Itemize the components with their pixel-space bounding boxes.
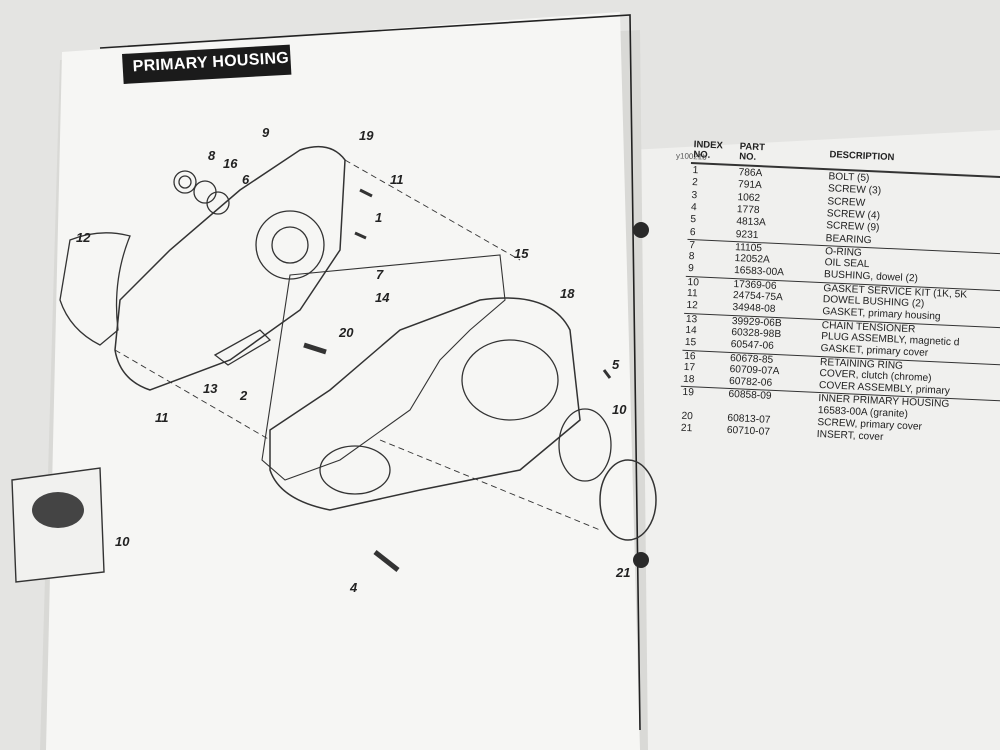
inner-primary-housing (114, 145, 346, 391)
callout-label: 6 (242, 172, 250, 187)
callout-label: 10 (612, 402, 627, 417)
callout-label: 16 (223, 156, 238, 171)
table-cell-index: 12 (686, 300, 699, 312)
table-cell-index: 2 (691, 177, 698, 189)
retaining-ring (558, 408, 612, 482)
table-cell-index: 17 (683, 361, 696, 374)
callout-label: 7 (376, 267, 384, 282)
callout-label: 20 (339, 325, 354, 340)
callout-label: 4 (350, 580, 358, 595)
table-cell-index: 9 (687, 263, 695, 275)
table-cell-part: 786A (738, 167, 763, 180)
table-cell-index: 18 (682, 373, 695, 386)
screw-primary-cover (303, 342, 327, 355)
column-header-index: INDEX NO. (693, 139, 724, 161)
table-cell-index: 6 (689, 226, 696, 238)
callout-label: 19 (359, 128, 374, 143)
table-cell-index: 20 (681, 410, 694, 423)
callout-label: 11 (390, 172, 404, 187)
table-cell-index: 1 (692, 165, 699, 177)
clutch-cover (599, 459, 657, 541)
table-cell-part: 9231 (735, 228, 759, 241)
column-header-part: PART NO. (739, 141, 766, 163)
table-cell-part: 4813A (736, 216, 767, 229)
binding-hole (633, 552, 649, 568)
callout-label: 5 (612, 357, 620, 372)
callout-label: 15 (514, 246, 529, 261)
callout-label: 11 (155, 410, 169, 425)
table-cell-part: 791A (737, 179, 763, 192)
screw (373, 550, 400, 572)
callout-label: 10 (115, 534, 130, 549)
cover-assembly-primary (269, 297, 581, 511)
callout-label: 12 (76, 230, 91, 245)
gasket-primary-cover (261, 254, 506, 481)
table-cell-part: 1062 (737, 191, 761, 204)
gasket-kit-box (11, 467, 105, 583)
table-cell-index: 21 (680, 423, 693, 435)
bolt (359, 188, 373, 198)
chain-tensioner (213, 329, 272, 366)
binding-hole (633, 222, 649, 238)
callout-label: 2 (240, 388, 248, 403)
callout-label: 9 (262, 125, 270, 140)
table-cell-index: 14 (685, 324, 697, 337)
screw (602, 369, 612, 379)
table-cell-index: 3 (691, 189, 698, 201)
table-cell-index: 11 (686, 287, 698, 300)
table-cell-index: 5 (690, 214, 697, 226)
callout-label: 18 (560, 286, 575, 301)
table-cell-index: 15 (684, 337, 697, 349)
table-cell-index: 8 (688, 251, 695, 263)
callout-label: 1 (375, 210, 383, 225)
gasket-primary-housing (59, 232, 131, 346)
screw (354, 231, 367, 240)
callout-label: 14 (375, 290, 390, 305)
table-cell-part: 1778 (736, 204, 760, 217)
callout-label: 21 (616, 565, 631, 580)
callout-label: 8 (208, 148, 216, 163)
callout-label: 13 (203, 381, 218, 396)
table-cell-index: 4 (690, 201, 697, 214)
table-cell-part: 60710-07 (726, 425, 771, 439)
